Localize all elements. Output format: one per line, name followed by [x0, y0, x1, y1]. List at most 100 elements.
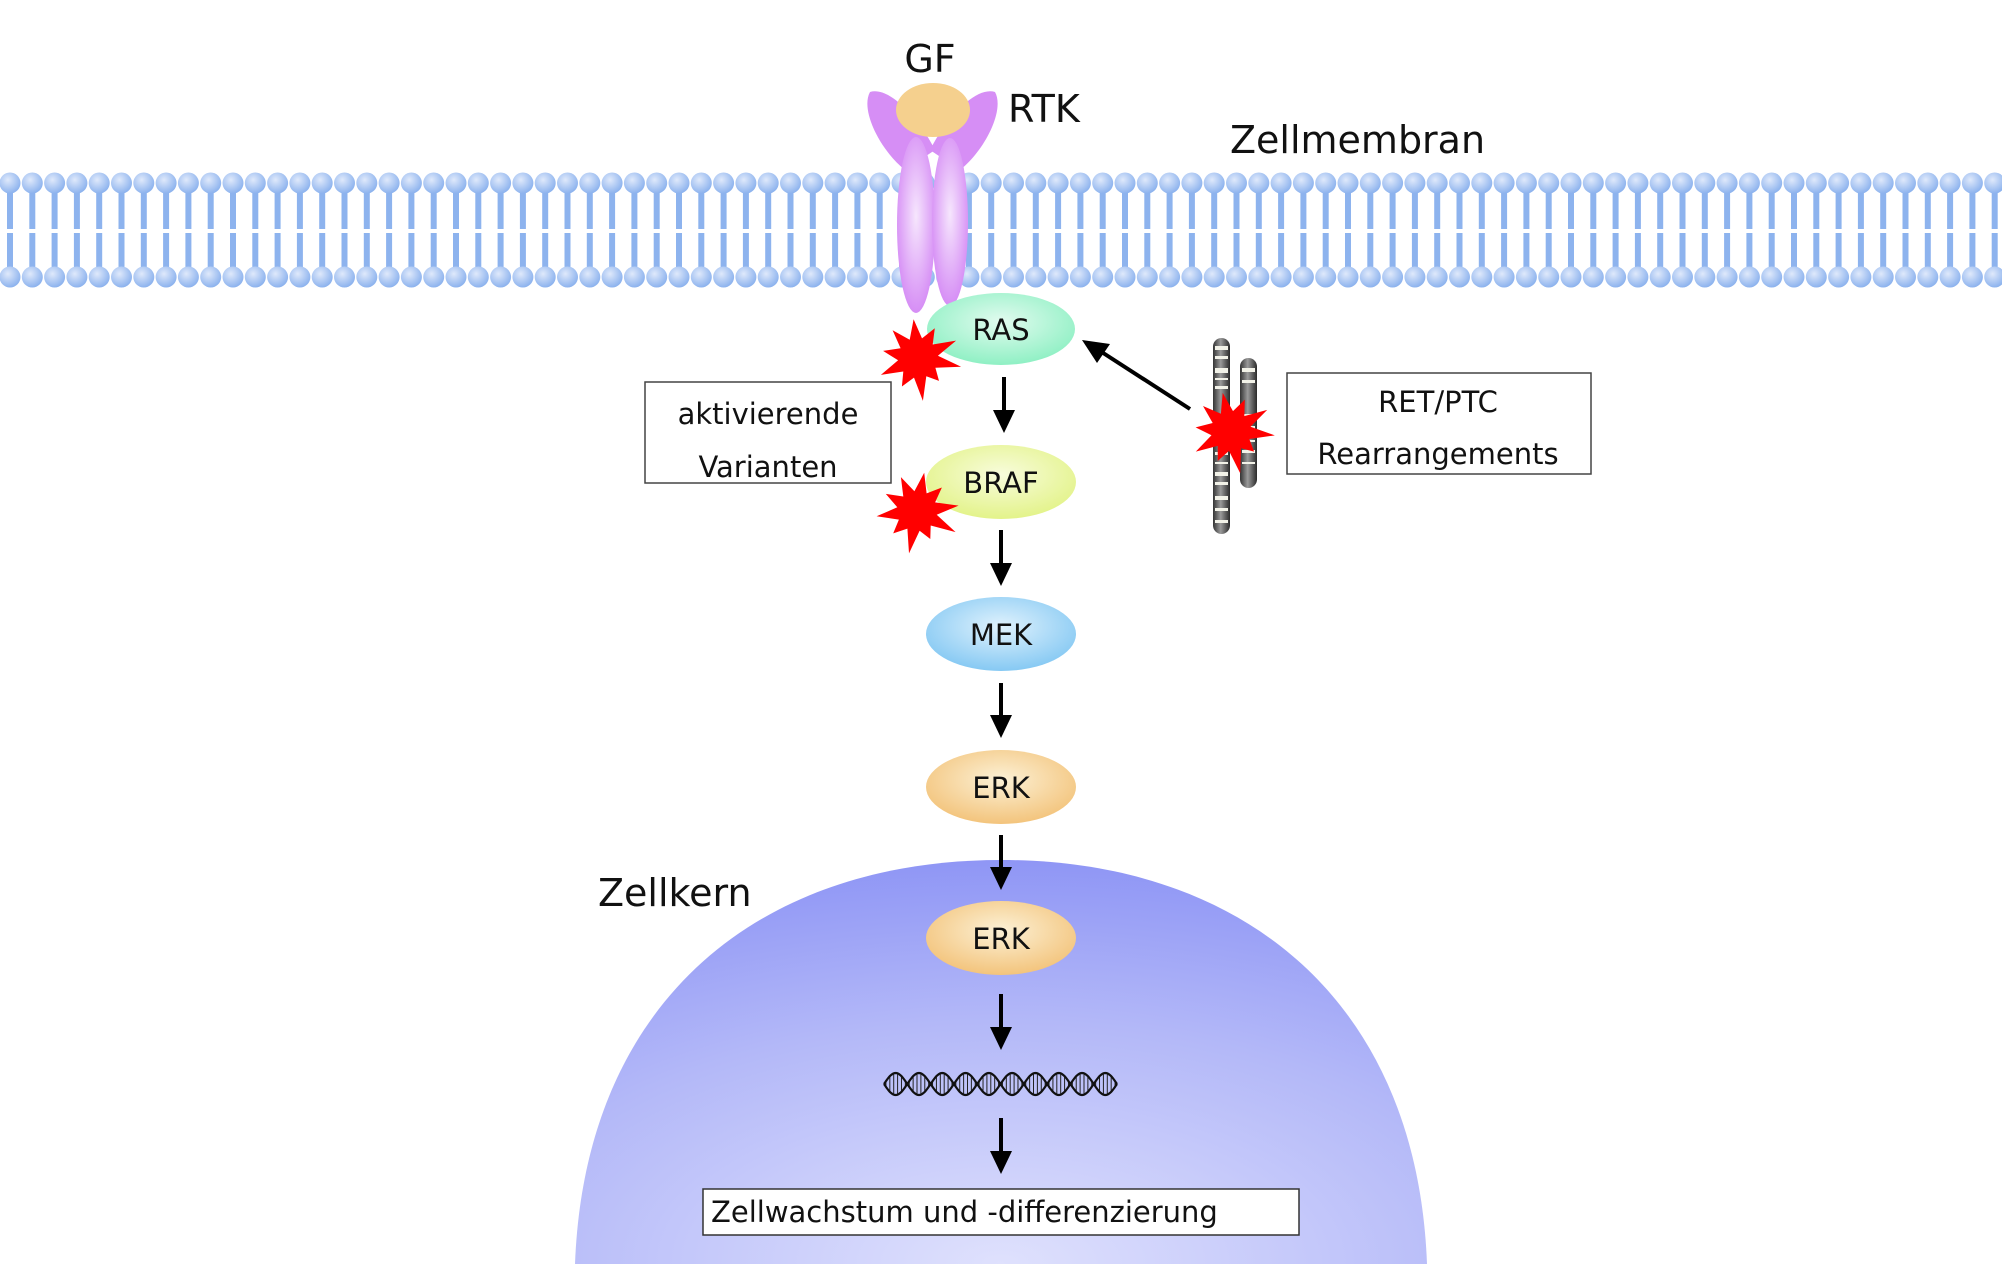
chromosome-band [1215, 496, 1228, 500]
phospholipid [534, 172, 556, 288]
phospholipid [200, 172, 222, 288]
dna-strand [883, 1071, 1118, 1097]
phospholipid [378, 172, 400, 288]
chromosome-band [1215, 508, 1228, 511]
membrane-label: Zellmembran [1230, 118, 1485, 162]
phospholipid [155, 172, 177, 288]
phospholipid [1738, 172, 1760, 288]
rtk-right-leg [932, 138, 968, 306]
phospholipid [1560, 172, 1582, 288]
chromosome-band [1242, 462, 1255, 464]
receptor-tyrosine-kinase [867, 91, 998, 313]
protein-erk-nucleus: ERK [926, 901, 1076, 975]
phospholipid [222, 172, 244, 288]
mutation-stars [876, 319, 1275, 554]
ret-ptc-box: RET/PTC Rearrangements [1286, 372, 1592, 475]
phospholipid [1136, 172, 1158, 288]
phospholipid [512, 172, 534, 288]
chromosome-band [1215, 482, 1228, 485]
rtk-left-leg [897, 137, 935, 313]
mutation-star-ret-ptc [1195, 392, 1275, 474]
phospholipid [1828, 172, 1850, 288]
protein-label-braf: BRAF [963, 466, 1038, 500]
nucleus-label: Zellkern [598, 871, 752, 915]
chromosome-band [1215, 386, 1228, 389]
phospholipid [802, 172, 824, 288]
phospholipid [1449, 172, 1470, 288]
chromosome-band [1215, 520, 1228, 523]
phospholipid [1716, 172, 1738, 288]
dna-helix-icon [883, 1071, 1118, 1097]
phospholipid [1493, 172, 1515, 288]
chromosome-band [1215, 378, 1228, 380]
protein-erk-cytoplasm: ERK [926, 750, 1076, 824]
phospholipid [88, 172, 110, 288]
pathway-arrows [990, 340, 1192, 1174]
phospholipid [1159, 172, 1181, 288]
phospholipid [1538, 172, 1560, 288]
nucleus [575, 860, 1427, 1264]
phospholipid [690, 172, 712, 288]
phospholipid [289, 172, 311, 288]
phospholipid [980, 172, 1002, 288]
phospholipid [1961, 172, 1983, 288]
protein-ras: RAS [927, 293, 1075, 365]
phospholipid [0, 172, 21, 288]
phospholipid [133, 172, 155, 288]
phospholipid [66, 172, 88, 288]
phospholipid [1248, 172, 1270, 288]
phospholipid [824, 172, 846, 288]
phospholipid [177, 172, 199, 288]
chromosome-band [1215, 462, 1228, 464]
chromosome-band [1242, 450, 1255, 453]
phospholipid [1203, 172, 1225, 288]
phospholipid [1426, 172, 1448, 288]
chromosome-band [1215, 472, 1228, 476]
phospholipid [757, 172, 779, 288]
arrow-ras-braf-head [993, 410, 1015, 433]
ret-ptc-line2: Rearrangements [1317, 437, 1558, 471]
growth-factor-label: GF [904, 37, 955, 81]
growth-factor [896, 83, 970, 137]
phospholipid [1069, 172, 1091, 288]
phospholipid [1471, 172, 1493, 288]
phospholipid [557, 172, 578, 288]
arrow-retptc-ras-head [1082, 340, 1110, 363]
phospholipid [780, 172, 801, 288]
activating-variants-line2: Varianten [698, 450, 837, 484]
phospholipid [713, 172, 735, 288]
phospholipid [467, 172, 489, 288]
phospholipid [1939, 172, 1961, 288]
phospholipid [579, 172, 601, 288]
phospholipid [1694, 172, 1716, 288]
mutation-star-ras [880, 319, 962, 401]
phospholipid [623, 172, 645, 288]
phospholipid [1582, 172, 1604, 288]
phospholipid [1226, 172, 1247, 288]
activating-variants-box: aktivierende Varianten [644, 381, 892, 484]
phospholipid [400, 172, 422, 288]
arrow-erk-dna-head [990, 1027, 1012, 1050]
phospholipid [1895, 172, 1916, 288]
arrow-erk-erk-head [990, 867, 1012, 890]
arrow-mek-erk-head [990, 715, 1012, 738]
phospholipid [1047, 172, 1069, 288]
phospholipid [1315, 172, 1337, 288]
activating-variants-line1: aktivierende [678, 397, 859, 431]
phospholipid [356, 172, 378, 288]
phospholipid [1382, 172, 1404, 288]
phospholipid [1783, 172, 1805, 288]
phospholipid [1092, 172, 1114, 288]
phospholipid [1003, 172, 1024, 288]
protein-label-ras: RAS [972, 313, 1029, 347]
arrow-dna-outcome-head [990, 1151, 1012, 1174]
phospholipid [1270, 172, 1292, 288]
phospholipid [21, 172, 43, 288]
chromosome-band [1215, 368, 1228, 373]
phospholipid [1515, 172, 1537, 288]
phospholipid [1761, 172, 1783, 288]
phospholipid [1404, 172, 1426, 288]
protein-braf: BRAF [926, 445, 1076, 519]
phospholipid [1114, 172, 1136, 288]
